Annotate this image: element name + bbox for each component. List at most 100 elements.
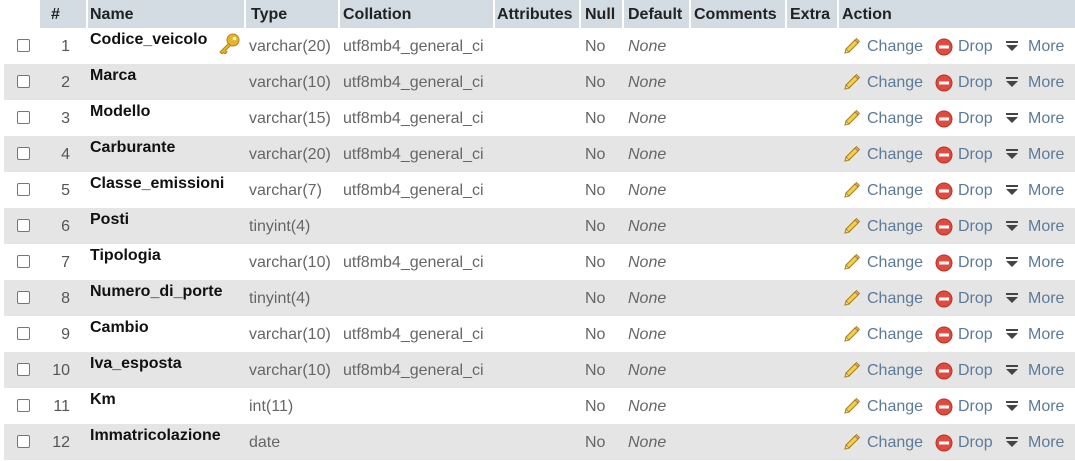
pencil-icon[interactable] xyxy=(843,217,861,235)
row-number: 9 xyxy=(61,326,70,343)
dropdown-arrow-icon[interactable] xyxy=(1005,256,1019,268)
pencil-icon[interactable] xyxy=(843,325,861,343)
dropdown-arrow-icon[interactable] xyxy=(1005,76,1019,88)
row-checkbox[interactable] xyxy=(17,255,30,268)
pencil-icon[interactable] xyxy=(843,253,861,271)
pencil-icon[interactable] xyxy=(843,73,861,91)
row-checkbox[interactable] xyxy=(17,291,30,304)
col-header-default[interactable]: Default xyxy=(628,6,683,23)
col-header-collation[interactable]: Collation xyxy=(343,6,412,23)
dropdown-arrow-icon[interactable] xyxy=(1005,184,1019,196)
more-link[interactable]: More xyxy=(1028,146,1065,163)
drop-icon[interactable] xyxy=(935,110,953,128)
change-link[interactable]: Change xyxy=(867,290,924,307)
change-link[interactable]: Change xyxy=(867,38,924,55)
drop-icon[interactable] xyxy=(935,362,953,380)
row-number: 12 xyxy=(52,434,70,451)
drop-link[interactable]: Drop xyxy=(958,434,993,451)
row-checkbox[interactable] xyxy=(17,39,30,52)
drop-link[interactable]: Drop xyxy=(958,290,993,307)
row-number: 8 xyxy=(61,290,70,307)
change-link[interactable]: Change xyxy=(867,254,924,271)
pencil-icon[interactable] xyxy=(843,181,861,199)
drop-link[interactable]: Drop xyxy=(958,110,993,127)
col-header-extra[interactable]: Extra xyxy=(790,6,831,23)
more-link[interactable]: More xyxy=(1028,290,1065,307)
drop-icon[interactable] xyxy=(935,326,953,344)
drop-link[interactable]: Drop xyxy=(958,326,993,343)
change-link[interactable]: Change xyxy=(867,110,924,127)
dropdown-arrow-icon[interactable] xyxy=(1005,40,1019,52)
change-link[interactable]: Change xyxy=(867,326,924,343)
drop-icon[interactable] xyxy=(935,38,953,56)
col-header-comments[interactable]: Comments xyxy=(694,6,777,23)
drop-link[interactable]: Drop xyxy=(958,254,993,271)
more-link[interactable]: More xyxy=(1028,326,1065,343)
pencil-icon[interactable] xyxy=(843,37,861,55)
pencil-icon[interactable] xyxy=(843,397,861,415)
pencil-icon[interactable] xyxy=(843,361,861,379)
row-checkbox[interactable] xyxy=(17,363,30,376)
change-link[interactable]: Change xyxy=(867,218,924,235)
col-header-null[interactable]: Null xyxy=(585,6,616,23)
more-link[interactable]: More xyxy=(1028,182,1065,199)
drop-icon[interactable] xyxy=(935,182,953,200)
dropdown-arrow-icon[interactable] xyxy=(1005,148,1019,160)
row-checkbox[interactable] xyxy=(17,327,30,340)
drop-icon[interactable] xyxy=(935,146,953,164)
drop-link[interactable]: Drop xyxy=(958,74,993,91)
drop-link[interactable]: Drop xyxy=(958,38,993,55)
change-link[interactable]: Change xyxy=(867,74,924,91)
col-header-type[interactable]: Type xyxy=(251,6,288,23)
dropdown-arrow-icon[interactable] xyxy=(1005,400,1019,412)
pencil-icon[interactable] xyxy=(843,289,861,307)
pencil-icon[interactable] xyxy=(843,145,861,163)
drop-link[interactable]: Drop xyxy=(958,146,993,163)
header-divider xyxy=(622,0,624,28)
row-checkbox[interactable] xyxy=(17,219,30,232)
drop-icon[interactable] xyxy=(935,254,953,272)
row-checkbox[interactable] xyxy=(17,399,30,412)
drop-icon[interactable] xyxy=(935,290,953,308)
row-checkbox[interactable] xyxy=(17,111,30,124)
pencil-icon[interactable] xyxy=(843,109,861,127)
more-link[interactable]: More xyxy=(1028,38,1065,55)
column-collation: utf8mb4_general_ci xyxy=(343,254,484,271)
row-checkbox[interactable] xyxy=(17,435,30,448)
drop-link[interactable]: Drop xyxy=(958,362,993,379)
col-header-name[interactable]: Name xyxy=(90,6,134,23)
change-link[interactable]: Change xyxy=(867,434,924,451)
row-checkbox[interactable] xyxy=(17,183,30,196)
change-link[interactable]: Change xyxy=(867,362,924,379)
change-link[interactable]: Change xyxy=(867,398,924,415)
more-link[interactable]: More xyxy=(1028,218,1065,235)
change-link[interactable]: Change xyxy=(867,182,924,199)
col-header-num[interactable]: # xyxy=(51,6,60,23)
row-checkbox[interactable] xyxy=(17,75,30,88)
drop-link[interactable]: Drop xyxy=(958,398,993,415)
column-name: Km xyxy=(90,391,116,408)
pencil-icon[interactable] xyxy=(843,433,861,451)
more-link[interactable]: More xyxy=(1028,362,1065,379)
drop-link[interactable]: Drop xyxy=(958,182,993,199)
drop-link[interactable]: Drop xyxy=(958,218,993,235)
more-link[interactable]: More xyxy=(1028,398,1065,415)
drop-icon[interactable] xyxy=(935,74,953,92)
dropdown-arrow-icon[interactable] xyxy=(1005,292,1019,304)
more-link[interactable]: More xyxy=(1028,254,1065,271)
change-link[interactable]: Change xyxy=(867,146,924,163)
column-null: No xyxy=(585,290,606,307)
row-checkbox[interactable] xyxy=(17,147,30,160)
dropdown-arrow-icon[interactable] xyxy=(1005,112,1019,124)
dropdown-arrow-icon[interactable] xyxy=(1005,328,1019,340)
more-link[interactable]: More xyxy=(1028,74,1065,91)
drop-icon[interactable] xyxy=(935,398,953,416)
more-link[interactable]: More xyxy=(1028,110,1065,127)
drop-icon[interactable] xyxy=(935,218,953,236)
more-link[interactable]: More xyxy=(1028,434,1065,451)
dropdown-arrow-icon[interactable] xyxy=(1005,220,1019,232)
col-header-attributes[interactable]: Attributes xyxy=(497,6,573,23)
dropdown-arrow-icon[interactable] xyxy=(1005,436,1019,448)
dropdown-arrow-icon[interactable] xyxy=(1005,364,1019,376)
drop-icon[interactable] xyxy=(935,434,953,452)
